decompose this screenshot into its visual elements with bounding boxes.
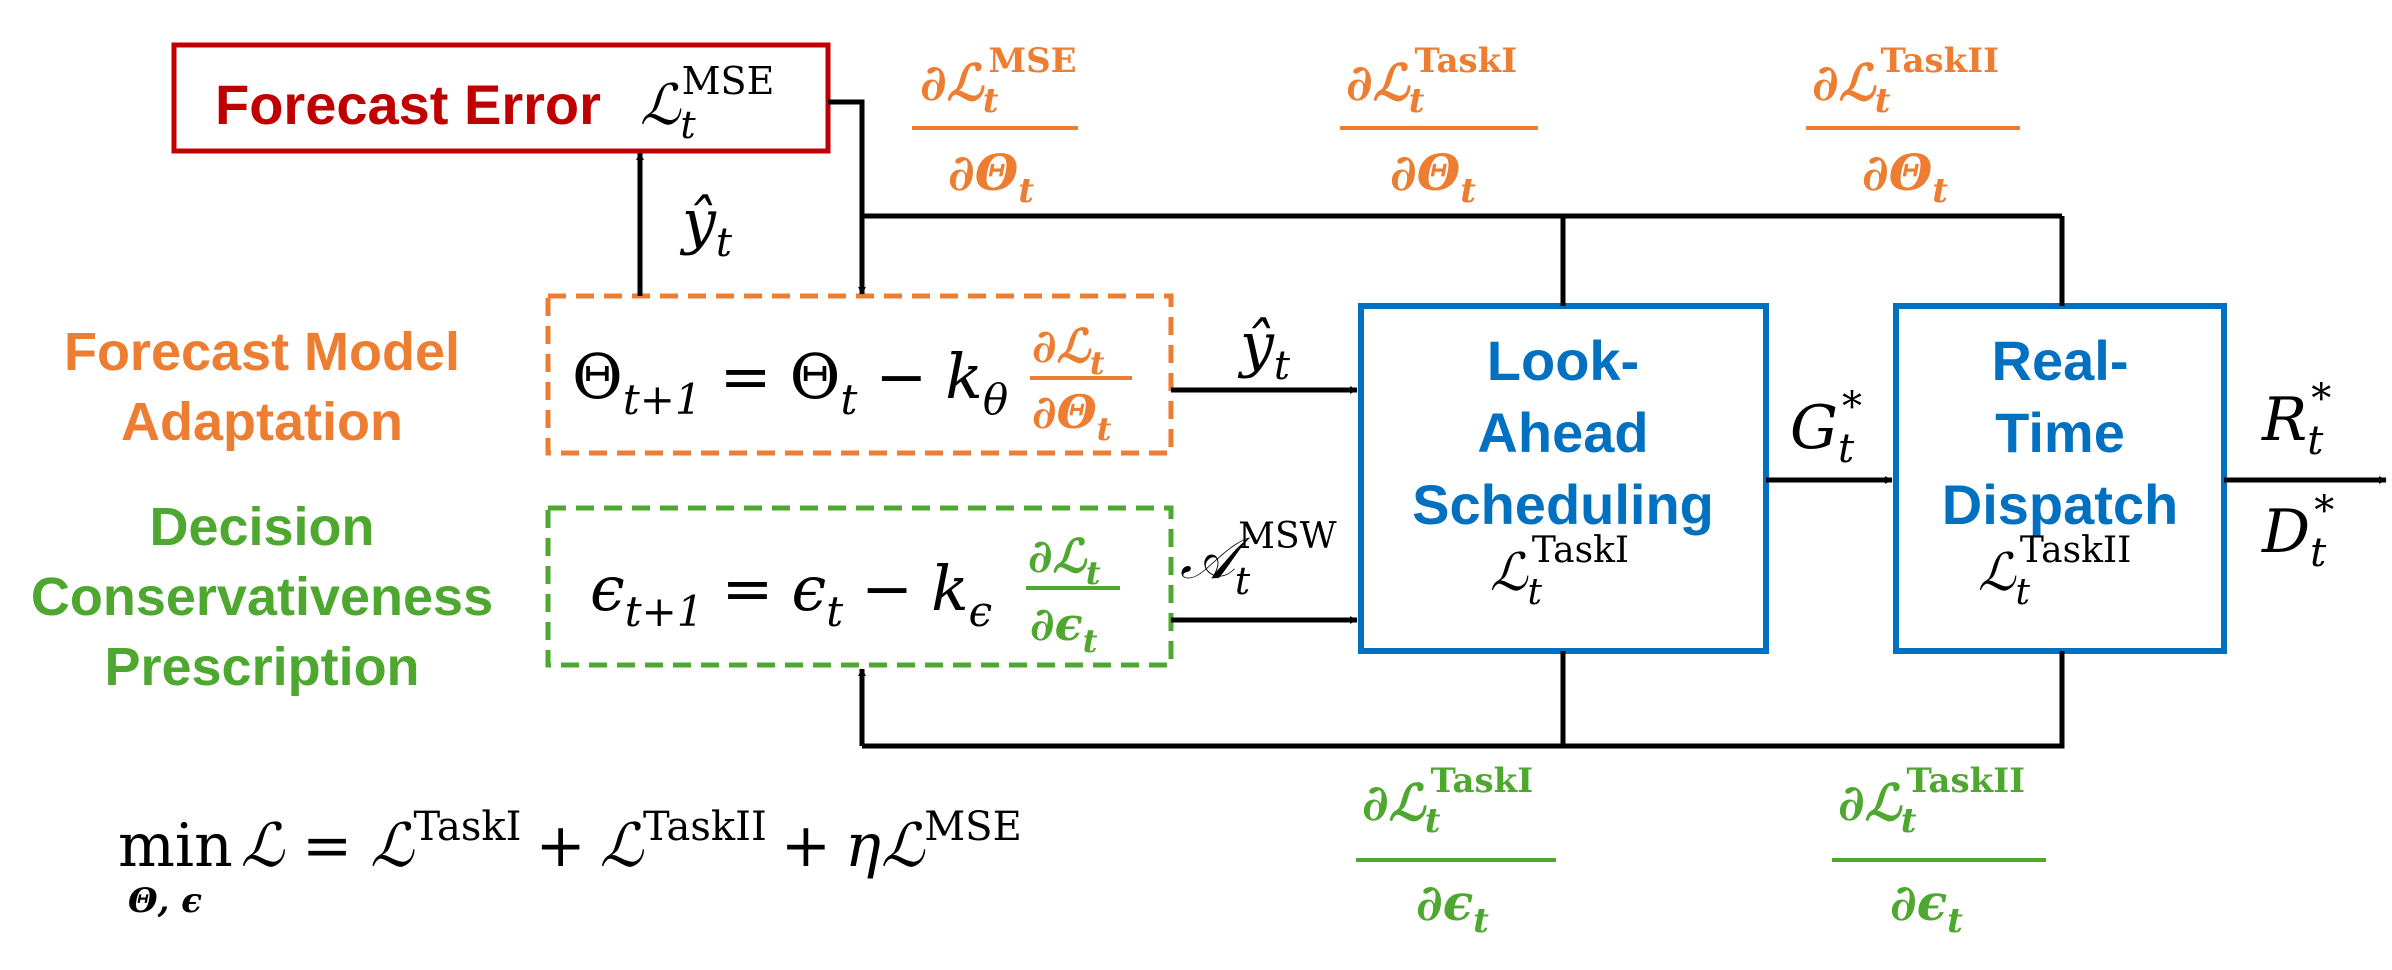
forecast-model-title-line1: Forecast Model	[64, 322, 460, 382]
look-ahead-line3: Scheduling	[1412, 473, 1714, 536]
forecast-model-title-line2: Adaptation	[121, 392, 403, 452]
svg-text:∂Θt: ∂Θt	[948, 143, 1034, 211]
forecast-model-box	[545, 293, 1174, 456]
decision-title: Decision Conservativeness Prescription	[31, 497, 493, 697]
svg-text:Θt+1=Θt−kθ: Θt+1=Θt−kθ	[572, 340, 1008, 424]
gradient-top-task2: ∂ℒtTaskII ∂Θt	[1806, 41, 2020, 211]
decision-equation: ϵt+1=ϵt−kϵ ∂ℒt ∂ϵt	[590, 529, 1120, 660]
real-time-line2: Time	[1995, 401, 2125, 464]
svg-text:∂ϵt: ∂ϵt	[1030, 597, 1098, 660]
svg-text:∂ℒt: ∂ℒt	[1028, 529, 1101, 592]
svg-text:ϵt+1=ϵt−kϵ: ϵt+1=ϵt−kϵ	[590, 552, 992, 636]
ambiguity-label: 𝒜tMSW	[1180, 516, 1337, 603]
gradient-bottom-task1: ∂ℒtTaskI ∂ϵt	[1356, 761, 1556, 941]
svg-text:∂Θt: ∂Θt	[1390, 143, 1476, 211]
gradient-top-task1: ∂ℒtTaskI ∂Θt	[1340, 41, 1538, 211]
svg-text:∂ϵt: ∂ϵt	[1416, 873, 1489, 941]
decision-box	[545, 505, 1174, 668]
svg-text:∂ℒtTaskII: ∂ℒtTaskII	[1812, 41, 1999, 121]
yhat-label-vertical: ŷt	[679, 187, 733, 266]
G-label: Gt*	[1790, 384, 1862, 472]
look-ahead-title: Look- Ahead Scheduling	[1412, 329, 1714, 536]
gradient-top-mse: ∂ℒtMSE ∂Θt	[912, 41, 1078, 211]
svg-text:∂ϵt: ∂ϵt	[1890, 873, 1963, 941]
svg-text:∂Θt: ∂Θt	[1862, 143, 1948, 211]
R-label: Rt*	[2261, 376, 2331, 464]
real-time-line1: Real-	[1992, 329, 2129, 392]
decision-title-line1: Decision	[149, 497, 374, 557]
forecast-model-title: Forecast Model Adaptation	[64, 322, 460, 452]
svg-text:∂ℒtTaskI: ∂ℒtTaskI	[1346, 41, 1517, 121]
real-time-title: Real- Time Dispatch	[1942, 329, 2179, 536]
bottom-feedback-line	[862, 651, 2065, 749]
top-feedback-line	[828, 99, 2062, 219]
connector-lines	[636, 99, 2387, 749]
svg-text:∂ℒt: ∂ℒt	[1032, 319, 1105, 382]
forecast-error-box	[171, 42, 831, 154]
look-ahead-line1: Look-	[1487, 329, 1639, 392]
svg-text:∂ℒtTaskII: ∂ℒtTaskII	[1838, 761, 2025, 841]
decision-title-line3: Prescription	[104, 637, 419, 697]
forecast-error-label: Forecast Error	[215, 73, 601, 136]
forecast-error-loss: ℒtMSE	[640, 59, 774, 147]
gradient-bottom-task2: ∂ℒtTaskII ∂ϵt	[1832, 761, 2046, 941]
look-ahead-loss: ℒtTaskI	[1490, 530, 1629, 613]
svg-text:∂Θt: ∂Θt	[1032, 385, 1112, 448]
real-time-loss: ℒtTaskII	[1978, 530, 2131, 613]
decision-title-line2: Conservativeness	[31, 567, 493, 627]
real-time-line3: Dispatch	[1942, 473, 2179, 536]
D-label: Dt*	[2261, 488, 2334, 576]
forecast-model-equation: Θt+1=Θt−kθ ∂ℒt ∂Θt	[572, 319, 1132, 448]
svg-text:∂ℒtMSE: ∂ℒtMSE	[920, 41, 1077, 121]
look-ahead-line2: Ahead	[1477, 401, 1648, 464]
svg-text:∂ℒtTaskI: ∂ℒtTaskI	[1362, 761, 1533, 841]
yhat-label-forward: ŷt	[1237, 310, 1291, 389]
objective-min-subscript: Θ, ϵ	[128, 881, 202, 921]
